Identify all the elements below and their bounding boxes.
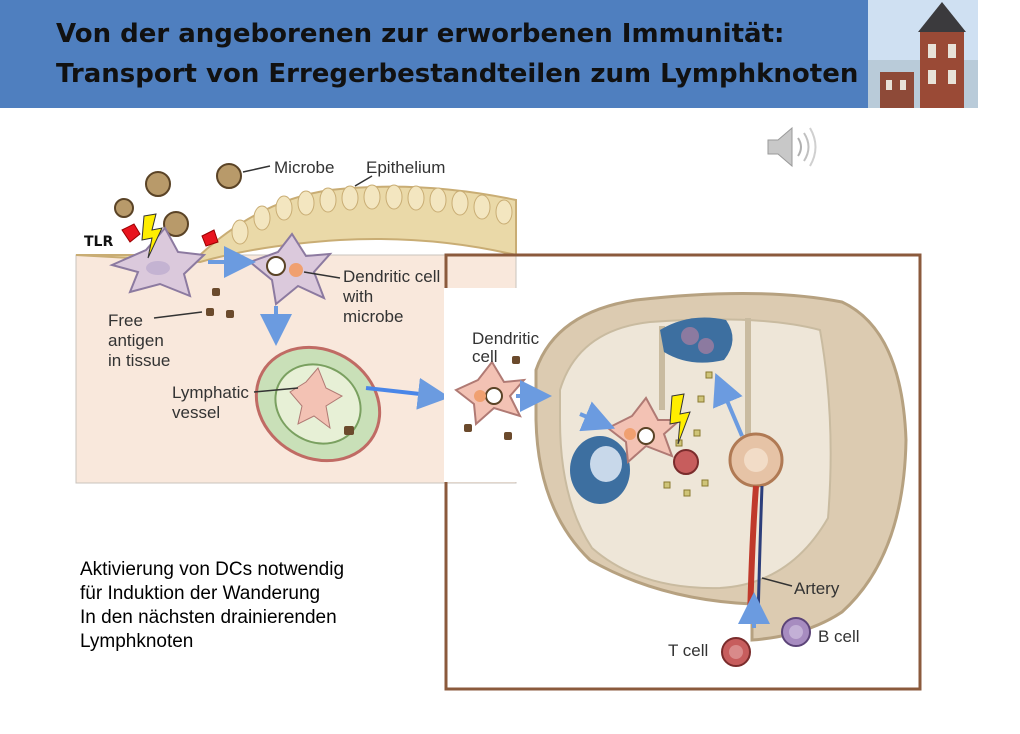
- tlr-receptor-2: [201, 229, 219, 247]
- activation-note: Aktivierung von DCs notwendig für Indukt…: [80, 558, 440, 654]
- note-line-3: In den nächsten drainierenden: [80, 607, 337, 628]
- lightning-icon: [141, 213, 163, 259]
- activated-t-cell: [673, 449, 699, 475]
- title-banner: Von der angeborenen zur erworbenen Immun…: [0, 0, 868, 108]
- label-tlr: TLR: [84, 234, 113, 250]
- building-logo: [868, 0, 978, 108]
- title-line-1: Von der angeborenen zur erworbenen Immun…: [56, 19, 785, 49]
- label-microbe: Microbe: [274, 158, 334, 177]
- label-lymphatic-vessel: Lymphatic vessel: [172, 383, 254, 422]
- label-artery: Artery: [794, 579, 840, 598]
- lightning-icon-node: [669, 393, 691, 445]
- note-line-1: Aktivierung von DCs notwendig: [80, 559, 345, 580]
- label-t-cell: T cell: [668, 641, 708, 660]
- microbe-group: [114, 163, 242, 237]
- label-free-antigen: Free antigen in tissue: [108, 311, 170, 370]
- label-dendritic-cell: Dendritic cell: [472, 329, 544, 366]
- title-line-2: Transport von Erregerbestandteilen zum L…: [56, 59, 859, 89]
- slide-title: Von der angeborenen zur erworbenen Immun…: [56, 14, 858, 94]
- label-dendritic-cell-with-microbe: Dendritic cell with microbe: [342, 267, 445, 326]
- tlr-receptor: [121, 223, 141, 243]
- label-b-cell: B cell: [818, 627, 860, 646]
- note-line-4: Lymphknoten: [80, 631, 194, 652]
- note-line-2: für Induktion der Wanderung: [80, 583, 321, 604]
- speaker-icon[interactable]: [764, 122, 822, 172]
- label-epithelium: Epithelium: [366, 158, 445, 177]
